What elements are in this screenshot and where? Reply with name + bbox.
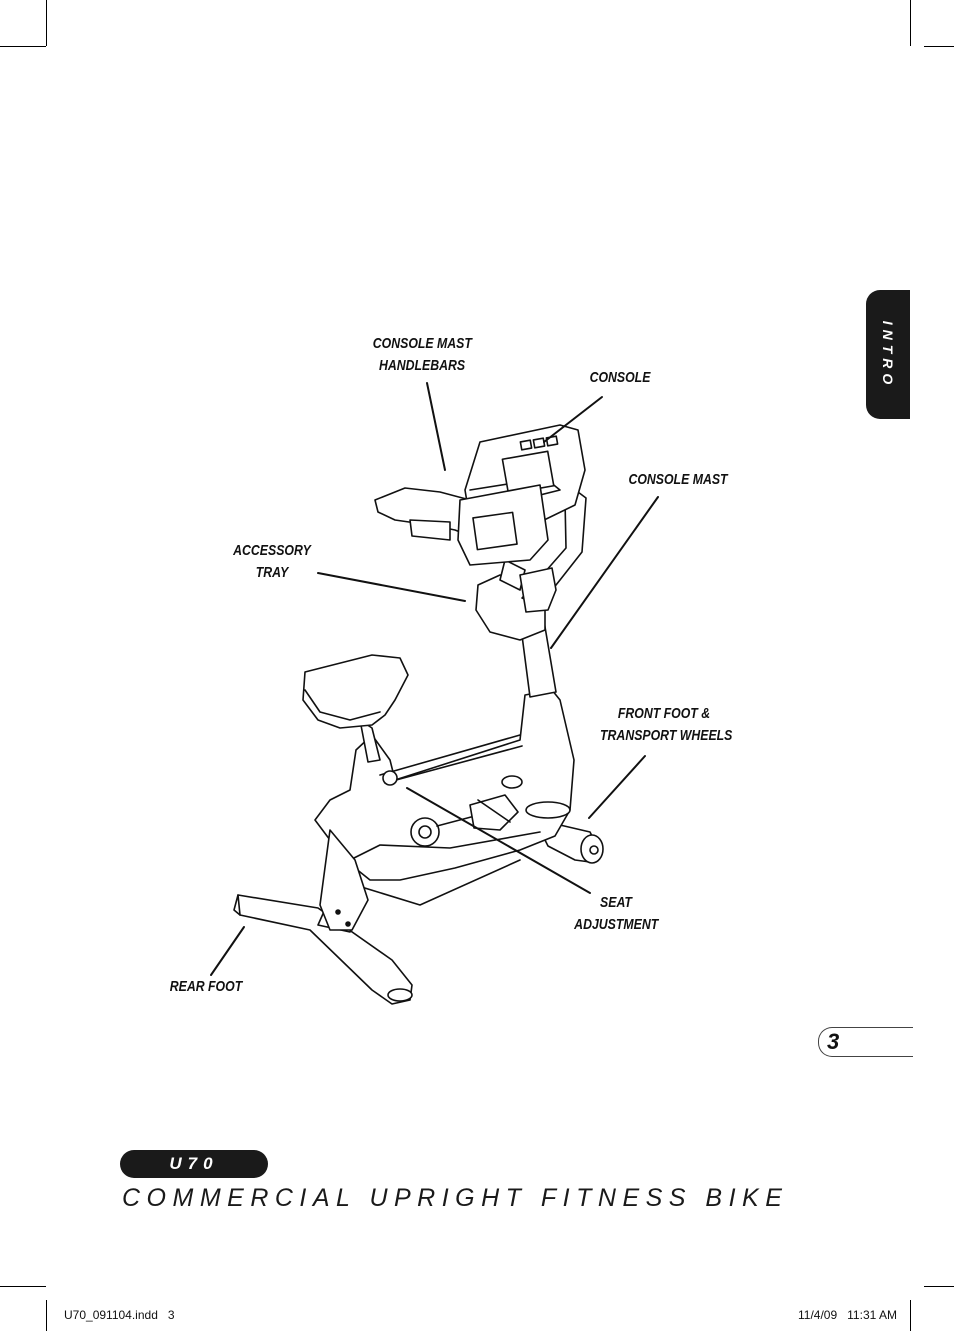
model-badge: U70 xyxy=(120,1150,268,1178)
seat-part xyxy=(302,654,409,729)
frame-body xyxy=(314,689,575,881)
leader-rear-foot xyxy=(210,926,245,976)
page-number: 3 xyxy=(827,1029,840,1054)
callout-line: REAR FOOT xyxy=(169,978,243,995)
crop-mark xyxy=(0,1286,46,1287)
crop-mark xyxy=(924,46,954,47)
callout-console: CONSOLE xyxy=(587,367,653,389)
leader-console xyxy=(543,396,603,443)
leader-accessory-tray xyxy=(317,572,466,602)
callout-line: FRONT FOOT & xyxy=(617,705,711,722)
slug-timestamp: 11/4/09 11:31 AM xyxy=(798,1308,897,1322)
callout-console-mast: CONSOLE MAST xyxy=(626,469,731,491)
callout-accessory-tray: ACCESSORY TRAY xyxy=(233,540,312,584)
rear-foot-part xyxy=(237,894,413,1005)
callout-line: ADJUSTMENT xyxy=(574,916,659,933)
leader-handlebars xyxy=(426,382,446,471)
callout-line: CONSOLE xyxy=(589,369,651,386)
callout-line: TRAY xyxy=(255,564,289,581)
crop-mark xyxy=(0,46,46,47)
leader-seat-adjustment xyxy=(406,787,591,894)
callout-line: CONSOLE MAST xyxy=(372,335,472,352)
callout-line: HANDLEBARS xyxy=(378,357,466,374)
callout-front-foot: FRONT FOOT & TRANSPORT WHEELS xyxy=(600,703,733,747)
callout-console-mast-handlebars: CONSOLE MAST HANDLEBARS xyxy=(372,333,472,377)
callout-line: TRANSPORT WHEELS xyxy=(600,727,733,744)
slug-file: U70_091104.indd 3 xyxy=(64,1308,175,1322)
crop-mark xyxy=(46,0,47,46)
callout-seat-adjustment: SEAT ADJUSTMENT xyxy=(574,892,658,936)
page-number-box: 3 xyxy=(818,1027,913,1057)
crop-mark xyxy=(46,1300,47,1331)
leader-console-mast xyxy=(550,496,659,649)
callout-line: SEAT xyxy=(600,894,632,911)
callout-line: ACCESSORY xyxy=(233,542,311,559)
callout-rear-foot: REAR FOOT xyxy=(168,976,243,998)
crop-mark xyxy=(910,1300,911,1331)
leader-front-foot xyxy=(588,755,646,819)
section-tab: INTRO xyxy=(866,290,910,419)
crop-mark xyxy=(924,1286,954,1287)
callout-line: CONSOLE MAST xyxy=(628,471,728,488)
product-title: COMMERCIAL UPRIGHT FITNESS BIKE xyxy=(122,1184,789,1212)
crop-mark xyxy=(910,0,911,46)
